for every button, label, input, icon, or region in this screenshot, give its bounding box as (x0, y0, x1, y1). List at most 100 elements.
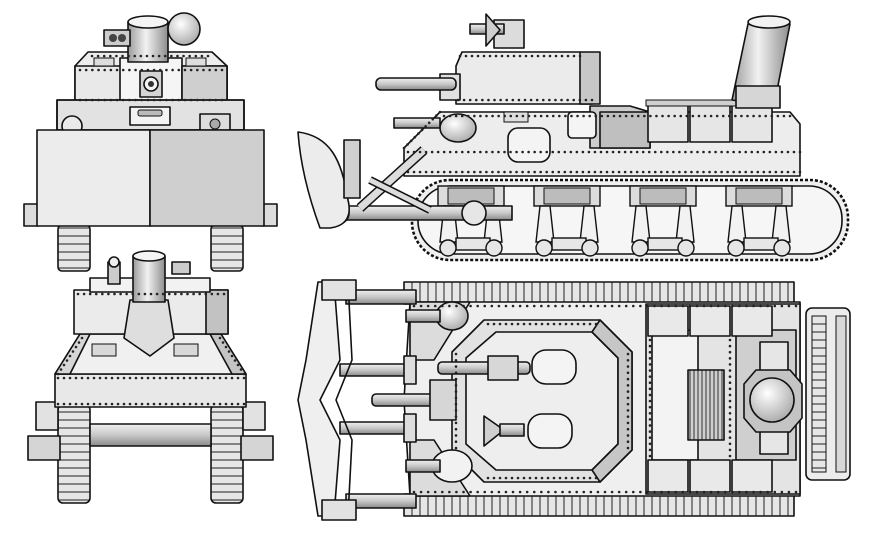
rivet (157, 54, 161, 58)
rivet (626, 434, 630, 437)
rivet (774, 170, 778, 174)
rivet (527, 150, 530, 154)
side-view (297, 13, 850, 262)
rivet (121, 54, 124, 58)
rivet (158, 98, 162, 102)
rivet (728, 350, 732, 354)
rivet (128, 376, 132, 380)
rivet (780, 490, 784, 494)
rivet (744, 170, 748, 174)
rivet (412, 304, 416, 308)
rivet (728, 393, 732, 397)
rivet (626, 440, 630, 444)
rivet (204, 292, 208, 296)
rivet (212, 376, 216, 380)
rivet (146, 376, 150, 380)
rivet (163, 54, 167, 58)
rear-track-right (210, 404, 244, 504)
rivet (648, 363, 652, 366)
rivet (552, 476, 556, 480)
rivet (454, 415, 458, 418)
rivet (97, 98, 100, 102)
rivet (412, 170, 416, 174)
top-view (297, 279, 851, 521)
rivet (155, 292, 159, 296)
rivet (115, 98, 119, 102)
rivet (192, 292, 195, 296)
rivet (483, 304, 487, 308)
rivet (575, 304, 579, 308)
rivet (128, 402, 132, 406)
front-track-right (210, 224, 244, 272)
side-main-gun (375, 77, 457, 91)
rivet (723, 304, 727, 308)
rivet (612, 114, 616, 118)
rivet (516, 322, 520, 326)
rivet (448, 170, 452, 174)
rivet (182, 376, 186, 380)
rivet (208, 68, 211, 72)
rivet (454, 402, 458, 406)
rivet (659, 150, 663, 154)
rivet (180, 292, 183, 296)
rivet (454, 384, 458, 387)
rivet (479, 150, 482, 154)
rivet (566, 54, 570, 58)
rivet (56, 372, 60, 376)
rivet (709, 490, 713, 494)
rivet (206, 376, 210, 380)
rivet (521, 170, 524, 174)
rivet (491, 150, 494, 154)
rivet (222, 292, 226, 296)
rivet (518, 490, 522, 494)
rivet (424, 170, 428, 174)
rivet (236, 402, 240, 406)
rivet (728, 369, 732, 372)
rivet (551, 150, 555, 154)
rivet (418, 150, 422, 154)
suspension-bogie (629, 185, 697, 257)
rivet (509, 170, 512, 174)
rivet (773, 490, 777, 494)
rivet (528, 476, 532, 480)
rivet (548, 98, 551, 102)
rivet (714, 170, 717, 174)
rivet (476, 54, 480, 58)
rivet (728, 424, 732, 427)
rivet (171, 68, 174, 72)
rivet (561, 304, 564, 308)
rivet (88, 292, 92, 296)
rivet (491, 170, 494, 174)
rivet (643, 114, 646, 118)
rivet (659, 170, 663, 174)
rivet (732, 170, 735, 174)
rivet (483, 490, 487, 494)
rivet (582, 490, 586, 494)
rivet (560, 54, 564, 58)
rivet (588, 114, 591, 118)
rivet (646, 490, 649, 494)
rivet (116, 376, 120, 380)
rivet (516, 476, 520, 480)
rivet (728, 381, 732, 385)
rivet (528, 322, 532, 326)
rivet (578, 54, 582, 58)
front-cupola-dome (167, 12, 201, 46)
rivet (525, 490, 529, 494)
rivet (554, 490, 557, 494)
rivet (655, 114, 658, 118)
rivet (131, 292, 135, 296)
rivet (535, 98, 539, 102)
rivet (696, 150, 699, 154)
rivet (648, 436, 652, 439)
rivet (626, 421, 630, 425)
rivet (230, 354, 234, 358)
rivet (418, 170, 422, 174)
rivet (667, 490, 670, 494)
rivet (603, 304, 607, 308)
rivet (525, 304, 529, 308)
rivet (504, 476, 508, 480)
rivet (503, 170, 506, 174)
rivet (121, 68, 125, 72)
